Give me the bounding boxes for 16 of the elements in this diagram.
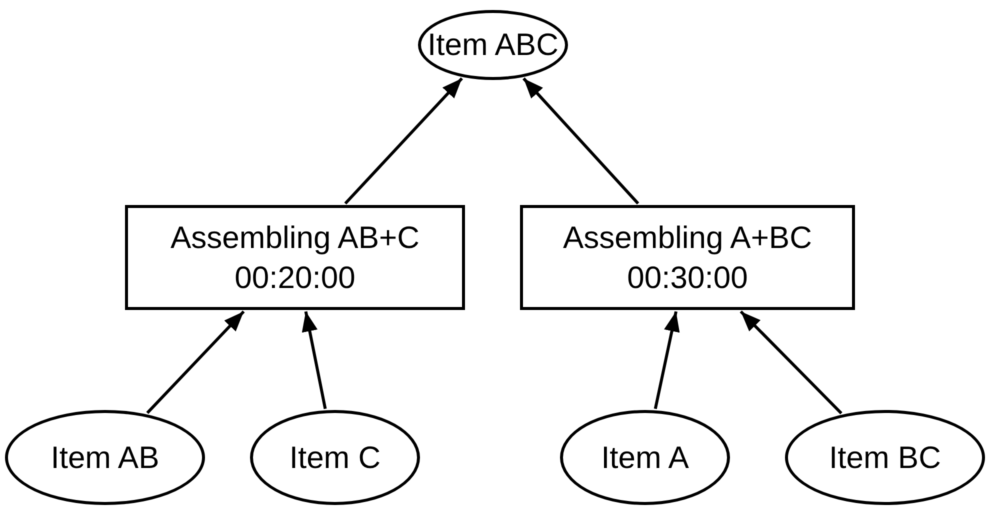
node-label: Item C	[289, 438, 381, 476]
arrow	[522, 77, 640, 205]
arrow	[654, 311, 680, 410]
arrow	[344, 77, 464, 205]
arrow	[740, 310, 842, 414]
node-label: Item A	[601, 438, 689, 476]
arrow	[302, 311, 327, 410]
node-label: Item AB	[50, 438, 160, 476]
node-label: Assembling AB+C	[170, 218, 420, 256]
node-label: Assembling A+BC	[563, 218, 812, 256]
node-label: Item ABC	[428, 26, 558, 64]
node-label: Item BC	[829, 438, 941, 476]
duration-text: 00:30:00	[627, 258, 748, 296]
process-box	[125, 205, 465, 310]
duration-text: 00:20:00	[234, 258, 356, 296]
process-box	[520, 205, 855, 310]
